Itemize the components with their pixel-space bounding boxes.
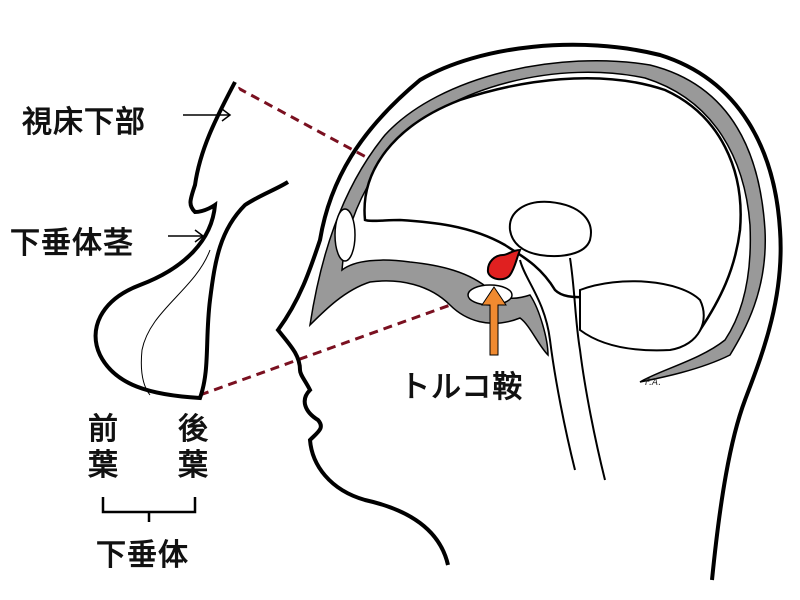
label-posterior-lobe-char2: 葉 [178,448,208,483]
head-outline [275,42,783,581]
label-anterior-lobe: 前 葉 [86,412,120,484]
label-hypothalamus: 視床下部 [22,105,146,140]
lobe-divider [140,249,211,396]
artist-signature: F.A. [645,378,662,388]
label-pituitary-gland: 下垂体 [96,538,189,573]
label-pituitary-stalk: 下垂体茎 [10,226,134,261]
skull-bone [308,60,766,383]
hypothalamus-arrow [183,108,232,122]
label-anterior-lobe-char2: 葉 [88,448,118,483]
label-anterior-lobe-char1: 前 [88,412,118,447]
sella-arrow-icon [481,286,507,356]
frontal-sinus [334,208,356,262]
label-posterior-lobe: 後 葉 [176,412,210,484]
pituitary-stalk-arrow [168,229,205,243]
projection-line-bottom [199,288,493,397]
lobe-bracket [101,497,197,522]
brainstem [519,257,606,481]
cerebellum [579,280,705,352]
thalamus [508,200,592,258]
label-sella-turcica: トルコ鞍 [400,370,524,405]
label-posterior-lobe-char1: 後 [178,412,208,447]
pituitary-gland-red [486,248,522,281]
pituitary-enlarged-outline [93,81,290,401]
